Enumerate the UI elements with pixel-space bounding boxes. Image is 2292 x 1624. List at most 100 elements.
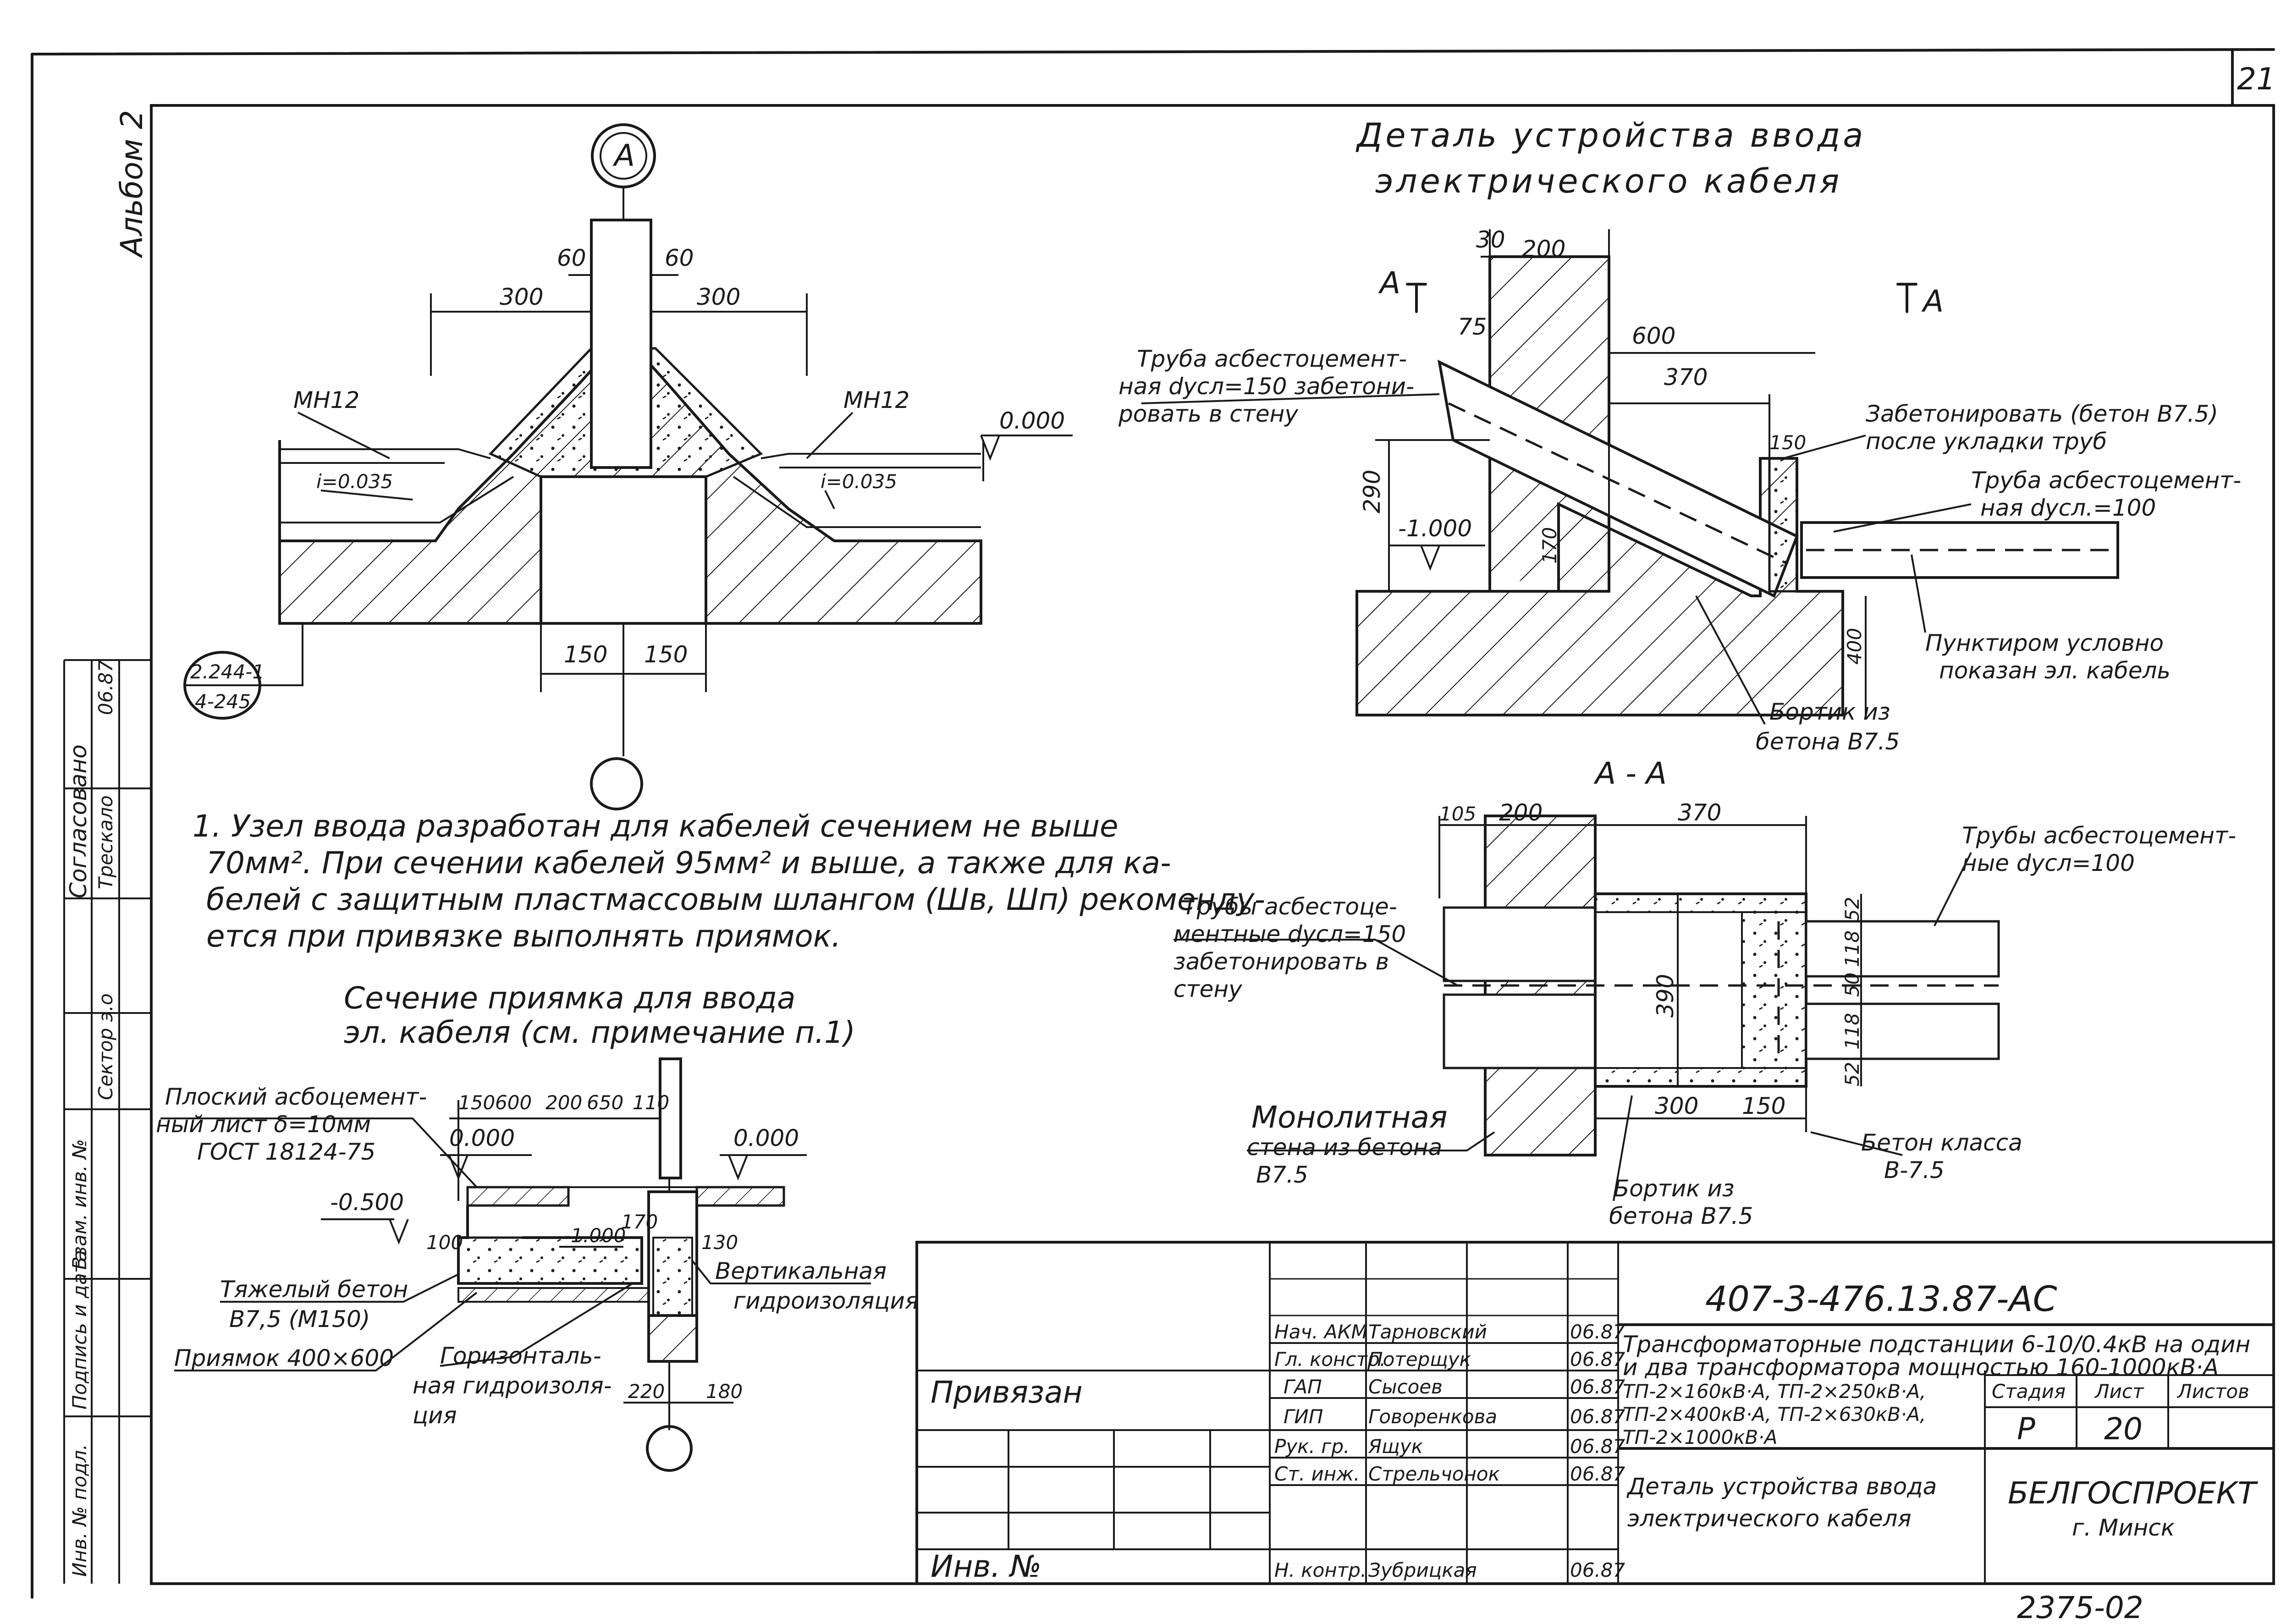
dimension: 52 bbox=[1841, 1062, 1863, 1086]
material-label: МН12 bbox=[293, 387, 359, 413]
dimension: 75 bbox=[1458, 314, 1487, 340]
sheet-number: 21 bbox=[2237, 61, 2275, 97]
signer-role: ГАП bbox=[1284, 1376, 1322, 1398]
dimension: 300 bbox=[1655, 1093, 1698, 1119]
callout-line: стену bbox=[1174, 976, 1243, 1002]
organization-city: г. Минск bbox=[2072, 1514, 2175, 1541]
callout-line: Бортик из bbox=[1614, 1175, 1734, 1202]
callout-line: Тяжелый бетон bbox=[220, 1276, 408, 1303]
signer-role: Гл. констр. bbox=[1274, 1348, 1386, 1371]
level-label: 0.000 bbox=[449, 1125, 515, 1151]
project-title: ТП-2×160кВ·А, ТП-2×250кВ·А, bbox=[1623, 1380, 1926, 1403]
dimension: 600 bbox=[1632, 323, 1675, 349]
section-aa bbox=[1174, 815, 2000, 1201]
callout-line: Трубы асбестоце- bbox=[1183, 893, 1397, 920]
callout-line: Труба асбестоцемент- bbox=[1137, 346, 1407, 372]
note-line: ется при привязке выполнять приямок. bbox=[206, 919, 841, 954]
stage-value: Р bbox=[2017, 1411, 2035, 1447]
archive-number: 2375-02 bbox=[2017, 1590, 2143, 1624]
stage-header: Стадия bbox=[1992, 1380, 2066, 1403]
project-title: и два трансформатора мощностью 160-1000к… bbox=[1623, 1354, 2219, 1381]
pit-title: эл. кабеля (см. примечание п.1) bbox=[344, 1015, 855, 1050]
dimension: 50 bbox=[1841, 973, 1863, 997]
dimension: 400 bbox=[1843, 628, 1866, 665]
dimension: 300 bbox=[500, 284, 543, 310]
level-label: -1.000 bbox=[1398, 515, 1472, 542]
callout-line: стена из бетона bbox=[1247, 1134, 1442, 1161]
sheet-title: электрического кабеля bbox=[1627, 1505, 1912, 1532]
sheets-header: Листов bbox=[2176, 1380, 2249, 1403]
dimension: 118 bbox=[1841, 930, 1863, 967]
callout-line: Бетон класса bbox=[1861, 1129, 2022, 1156]
level-label: 0.000 bbox=[999, 407, 1065, 434]
dimension: 200 bbox=[545, 1091, 582, 1114]
reference-bottom: 4-245 bbox=[195, 690, 251, 713]
signer-name: Потерщук bbox=[1368, 1348, 1471, 1371]
callout-line: Приямок 400×600 bbox=[174, 1345, 394, 1371]
binding-label: Привязан bbox=[931, 1375, 1083, 1410]
callout-line: ный лист δ=10мм bbox=[156, 1111, 371, 1138]
dimension: 220 bbox=[628, 1380, 665, 1403]
level-label: -0.500 bbox=[330, 1189, 404, 1216]
approval-cell: Согласовано bbox=[65, 744, 92, 898]
dimension: 650 bbox=[587, 1091, 623, 1114]
callout-line: ная dусл.=100 bbox=[1980, 495, 2156, 521]
dimension: 60 bbox=[665, 245, 694, 271]
callout-line: В7.5 bbox=[1256, 1162, 1308, 1188]
approval-strip bbox=[63, 659, 151, 1584]
signer-role: Нач. АКМ bbox=[1274, 1321, 1368, 1343]
signer-date: 06.87 bbox=[1570, 1559, 1625, 1581]
signer-date: 06.87 bbox=[1570, 1463, 1625, 1485]
dimension: 150 bbox=[1742, 1093, 1785, 1119]
callout-line: ная гидроизоля- bbox=[413, 1372, 612, 1399]
callout-line: Монолитная bbox=[1251, 1100, 1448, 1135]
callout-line: гидроизоляция bbox=[733, 1288, 919, 1314]
signer-name: Зубрицкая bbox=[1368, 1559, 1477, 1581]
strip-cell: Подпись и дата bbox=[68, 1250, 91, 1409]
callout-line: Трубы асбестоцемент- bbox=[1962, 822, 2236, 849]
title-block bbox=[915, 1241, 2275, 1585]
callout-line: Труба асбестоцемент- bbox=[1971, 467, 2241, 494]
approval-cell: Сектор э.о bbox=[94, 993, 117, 1100]
callout-line: Забетонировать (бетон В7.5) bbox=[1866, 401, 2218, 427]
callout-line: бетона В7.5 bbox=[1609, 1203, 1753, 1229]
dimension: 150 bbox=[644, 641, 688, 668]
callout-line: Пунктиром условно bbox=[1925, 630, 2164, 656]
level-label: -1.000 bbox=[564, 1224, 626, 1247]
dimension: 300 bbox=[697, 284, 740, 310]
signer-name: Ящук bbox=[1368, 1435, 1423, 1458]
dimension: 290 bbox=[1359, 470, 1385, 513]
callout-line: ция bbox=[413, 1402, 457, 1429]
pit-title: Сечение приямка для ввода bbox=[344, 980, 795, 1016]
signer-date: 06.87 bbox=[1570, 1321, 1625, 1343]
sheet-title: Деталь устройства ввода bbox=[1626, 1473, 1937, 1500]
note-block: 1. Узел ввода разработан для кабелей сеч… bbox=[193, 809, 1265, 954]
dimension: 150 bbox=[1769, 431, 1806, 454]
sheet-header: Лист bbox=[2094, 1380, 2144, 1403]
dimension: 180 bbox=[706, 1380, 743, 1403]
material-label: МН12 bbox=[843, 387, 909, 413]
note-line: 70мм². При сечении кабелей 95мм² и выше,… bbox=[206, 845, 1171, 881]
callout-line: Плоский асбоцемент- bbox=[165, 1084, 427, 1110]
signer-role: Рук. гр. bbox=[1274, 1435, 1350, 1458]
organization: БЕЛГОСПРОЕКТ bbox=[2008, 1475, 2258, 1511]
signer-name: Говоренкова bbox=[1368, 1405, 1497, 1428]
approval-cell: Трескало bbox=[94, 795, 117, 889]
dimension: 118 bbox=[1841, 1013, 1863, 1050]
dimension: 370 bbox=[1664, 364, 1708, 391]
section-mark: А bbox=[1921, 284, 1944, 319]
project-title: ТП-2×400кВ·А, ТП-2×630кВ·А, bbox=[1623, 1403, 1926, 1426]
note-line: 1. Узел ввода разработан для кабелей сеч… bbox=[193, 809, 1118, 844]
callout-line: Горизонталь- bbox=[440, 1343, 601, 1369]
sheet-value: 20 bbox=[2104, 1411, 2143, 1447]
callout-line: ГОСТ 18124-75 bbox=[197, 1139, 375, 1165]
project-title: ТП-2×1000кВ·А bbox=[1623, 1426, 1777, 1448]
dimension: 170 bbox=[621, 1211, 658, 1233]
dimension: 30 bbox=[1476, 226, 1505, 253]
note-line: белей с защитным пластмассовым шлангом (… bbox=[206, 882, 1265, 917]
signer-role: Н. контр. bbox=[1274, 1559, 1366, 1581]
detail-title: Деталь устройства ввода bbox=[1355, 116, 1866, 154]
dimension: 105 bbox=[1439, 803, 1476, 825]
album-label: Альбом 2 bbox=[114, 110, 149, 259]
